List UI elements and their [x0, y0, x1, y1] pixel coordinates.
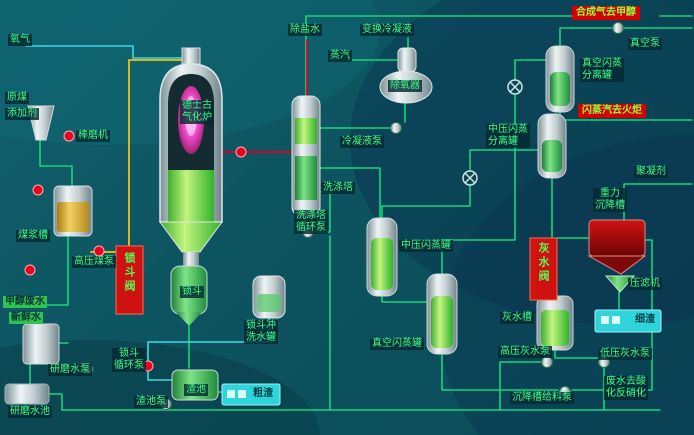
label-coal-slurry-tank: 煤浆槽 [16, 230, 50, 242]
pipe-scrubber-to-mpflash [317, 167, 381, 221]
label-hp-grey-water-pump: 高压灰水泵 [498, 346, 552, 358]
pipe-gwtank-down [554, 349, 605, 359]
pump-icon-hp-grey [541, 356, 553, 368]
gasifier-quench [168, 170, 214, 222]
coal-slurry-level [57, 202, 89, 232]
pipe-pool-out [47, 393, 63, 411]
label-wastewater-note: 废水去酸 化反硝化 [604, 376, 648, 400]
pipe-syngas [305, 15, 573, 97]
label-coagulant: 聚凝剂 [634, 166, 668, 178]
gravity-settler-cone [587, 255, 647, 275]
label-rod-mill: 棒磨机 [76, 130, 110, 142]
pipe-oxygen [25, 45, 183, 59]
lock-hopper-cone [176, 312, 202, 326]
label-demin-water: 除盐水 [288, 24, 322, 36]
valve-icon-vacuum-line [507, 79, 523, 95]
label-vacuum-pump: 真空泵 [628, 38, 662, 50]
pipe-flush-to-slag [147, 371, 173, 381]
vacuum-flash-separator-level [550, 72, 570, 106]
fine-slag-cell-2 [612, 316, 620, 324]
label-scrubber-circ-pump: 洗涤塔 循环泵 [294, 210, 328, 234]
pipe-mpflash-gas [381, 149, 539, 219]
vacuum-flash-level [431, 296, 453, 348]
pipe-hopper-to-slurry [39, 137, 73, 189]
coarse-slag-cell-2 [238, 390, 246, 398]
pipe-vacuum-line [559, 27, 613, 49]
pipe-wastewater-in [45, 233, 69, 306]
fine-slag-cell-1 [601, 316, 609, 324]
mp-flash-level [371, 238, 393, 290]
pipe-vacflash-bottom [441, 353, 559, 391]
label-lock-circ-pump: 锁斗 循环泵 [112, 348, 146, 372]
gasifier-outlet [183, 252, 199, 266]
grey-water-valve-box [529, 237, 558, 301]
label-condensate-pump: 冷凝液泵 [340, 136, 384, 148]
grinding-water-tank [22, 323, 60, 365]
pipe-hp-left [499, 361, 542, 411]
indicator-dot-rod-mill [63, 130, 75, 142]
label-vacuum-flash-tank: 真空闪蒸罐 [370, 338, 424, 350]
mp-flash-separator-level [542, 140, 562, 172]
label-grey-water-tank: 灰水槽 [500, 312, 534, 324]
label-methanol-wastewater: 甲醇废水 [3, 296, 47, 308]
fine-slag-box [594, 309, 662, 333]
label-shift-condensate: 变换冷凝液 [360, 24, 414, 36]
lock-hopper-valve-box [115, 245, 144, 315]
label-settler-feed-pump: 沉降槽给料泵 [510, 392, 574, 404]
label-flash-gas-to-flare: 闪蒸汽去火炬 [578, 104, 646, 118]
indicator-dots [24, 130, 247, 372]
pipe-slurry-feed [128, 59, 183, 247]
pump-icon-condensate [390, 122, 402, 134]
coarse-slag-box [221, 383, 281, 406]
coarse-slag-cell-1 [227, 390, 235, 398]
label-gravity-settler: 重力 沉降槽 [593, 188, 627, 212]
label-filter-press: 压滤机 [628, 278, 662, 290]
filter-press-funnel [604, 275, 636, 293]
label-grinding-water-pump: 研磨水泵 [48, 364, 92, 376]
label-lock-flush-tank: 锁斗冲 洗水罐 [244, 320, 278, 344]
valves [462, 79, 523, 186]
lock-flush-level [257, 294, 281, 312]
label-hp-coal-pump: 高压煤泵 [72, 256, 116, 268]
equipment [4, 45, 662, 406]
label-gasifier: 德士古 气化炉 [180, 100, 214, 124]
scrubber-band-1 [295, 118, 317, 144]
label-scrubber: 洗涤塔 [321, 182, 355, 194]
label-additive: 添加剂 [5, 108, 39, 120]
scrubber-band-2 [295, 156, 317, 200]
label-mp-flash-tank: 中压闪蒸罐 [399, 240, 453, 252]
indicator-dot-slurry-top [32, 184, 44, 196]
label-fine-slag: 细渣 [635, 314, 655, 325]
label-slag-pool-pump: 渣池泵 [134, 396, 168, 408]
gasifier-cone [159, 221, 223, 253]
label-lock-hopper-valve: 锁斗阀 [123, 252, 136, 294]
label-slag-pool: 渣池 [184, 384, 208, 396]
label-grey-water-valve: 灰水阀 [537, 242, 550, 284]
label-deaerator: 除氧器 [388, 80, 422, 92]
pump-icon-vacuum [612, 22, 624, 34]
indicator-dot-gasifier-outlet [235, 146, 247, 158]
indicator-dot-left [24, 264, 36, 276]
indicator-dot-hp-coal-pump [93, 245, 105, 257]
label-mp-flash-separator: 中压闪蒸 分离罐 [486, 124, 530, 148]
label-oxygen: 氧气 [8, 34, 32, 46]
label-raw-coal: 原煤 [5, 92, 29, 104]
grey-water-level [541, 310, 569, 346]
label-coarse-slag: 粗渣 [253, 388, 273, 399]
gasifier-neck [181, 47, 201, 65]
deaerator-drum [397, 47, 417, 73]
label-syngas-to-methanol: 合成气去甲醇 [572, 6, 640, 20]
label-lock-hopper: 锁斗 [180, 286, 204, 298]
valve-icon-mp-line [462, 170, 478, 186]
label-grinding-water-pool: 研磨水池 [8, 406, 52, 418]
label-lp-grey-water-pump: 低压灰水泵 [598, 348, 652, 360]
grinding-water-pool-vessel [4, 383, 50, 405]
label-fresh-water: 新鲜水 [9, 312, 43, 324]
gravity-settler-vessel [588, 219, 646, 257]
label-steam: 蒸汽 [328, 50, 352, 62]
label-vacuum-flash-separator: 真空闪蒸 分离罐 [580, 58, 624, 82]
